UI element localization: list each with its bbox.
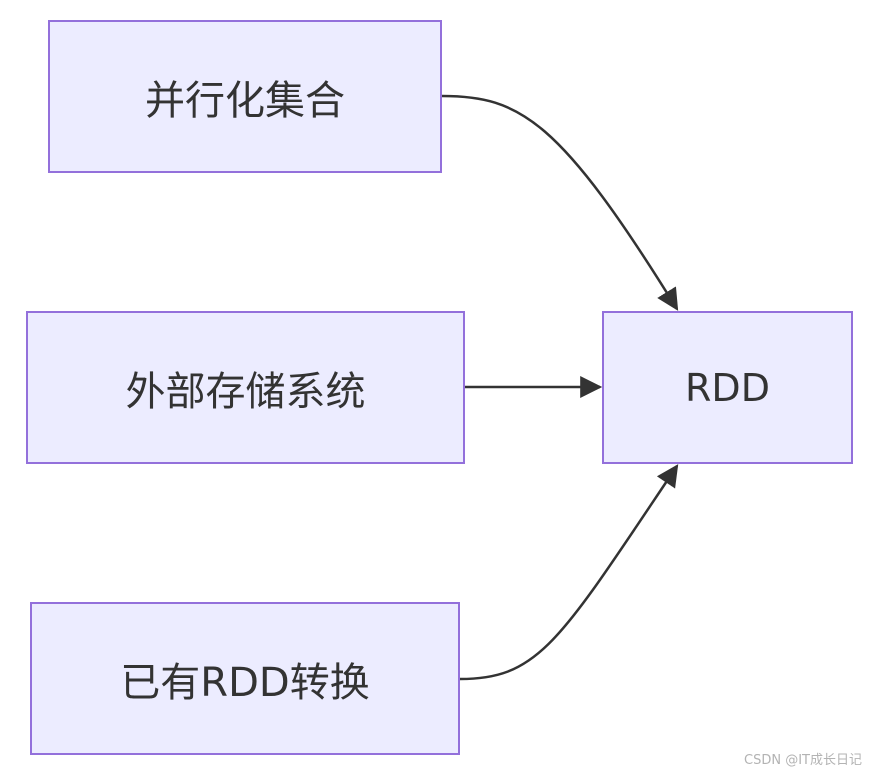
node-rdd: RDD <box>602 311 853 464</box>
edge-parallel-to-rdd <box>441 94 679 311</box>
node-label: 已有RDD转换 <box>120 659 370 706</box>
node-existing-rdd-transform: 已有RDD转换 <box>30 602 460 755</box>
node-external-storage: 外部存储系统 <box>26 311 465 464</box>
node-label: 并行化集合 <box>145 77 345 124</box>
node-parallel-collection: 并行化集合 <box>48 20 442 173</box>
node-label: 外部存储系统 <box>125 368 366 415</box>
watermark: CSDN @IT成长日记 <box>744 753 862 768</box>
edge-existing-to-rdd <box>459 464 679 681</box>
node-label: RDD <box>685 365 770 410</box>
